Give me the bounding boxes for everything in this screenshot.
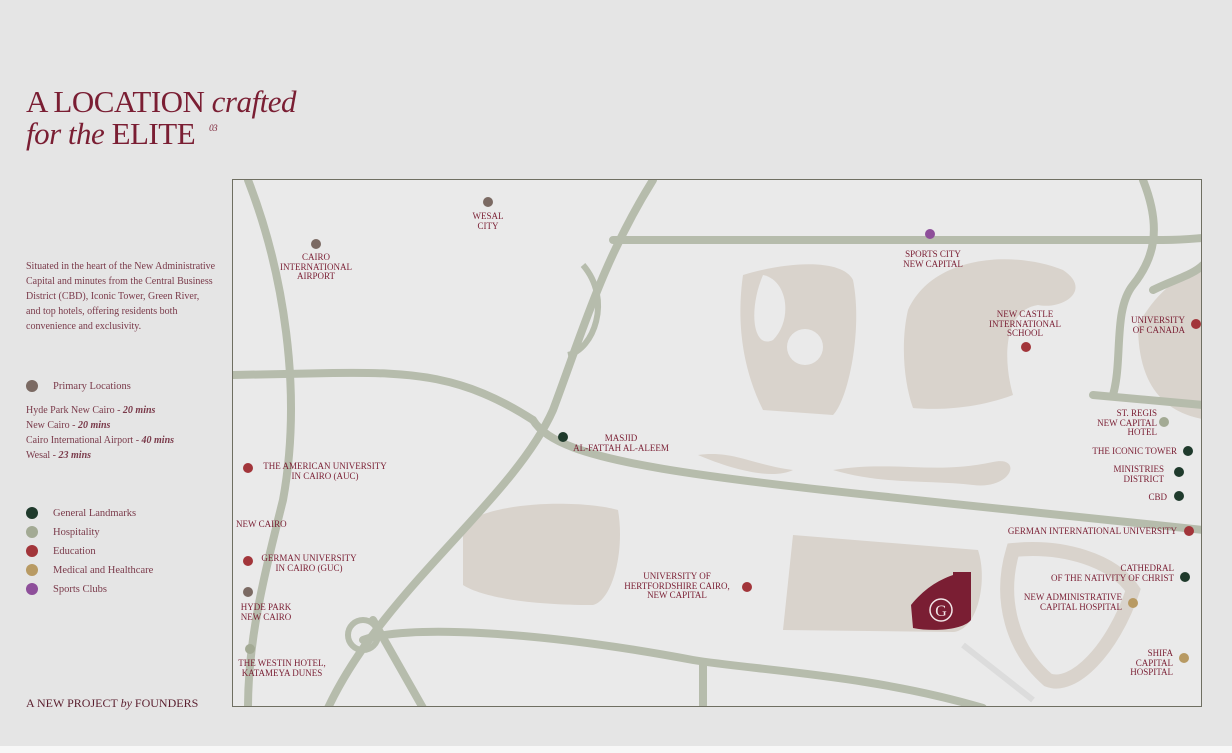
marker-auc[interactable] <box>243 463 253 473</box>
sports-dot-icon <box>26 583 38 595</box>
landmark-dot-icon <box>26 507 38 519</box>
marker-guc[interactable] <box>243 556 253 566</box>
legend-medical: Medical and Healthcare <box>26 564 153 576</box>
legend-education: Education <box>26 545 96 557</box>
marker-st-regis[interactable] <box>1159 417 1169 427</box>
project-site <box>911 572 971 630</box>
roundabout <box>345 617 381 653</box>
primary-locations-dot-icon <box>26 380 38 392</box>
marker-airport[interactable] <box>311 239 321 249</box>
marker-westin[interactable] <box>245 644 255 654</box>
travel-time: Wesal - 23 mins <box>26 450 92 461</box>
label-wesal: WESAL CITY <box>472 211 504 231</box>
marker-wesal[interactable] <box>483 197 493 207</box>
footer-credit: A NEW PROJECT by FOUNDERS <box>26 696 199 710</box>
medical-dot-icon <box>26 564 38 576</box>
label-ministries: MINISTRIES DISTRICT <box>1113 464 1164 484</box>
label-masjid: MASJID AL-FATTAH AL-ALEEM <box>573 433 669 453</box>
title-part: for the <box>26 116 105 151</box>
marker-hyde-park[interactable] <box>243 587 253 597</box>
label-auc: THE AMERICAN UNIVERSITY IN CAIRO (AUC) <box>263 461 387 481</box>
legend-label: Primary Locations <box>53 380 131 392</box>
page-number: 03 <box>209 123 218 133</box>
marker-cbd[interactable] <box>1174 491 1184 501</box>
label-cbd: CBD <box>1148 492 1167 502</box>
project-logo-letter: G <box>935 603 947 620</box>
travel-time: New Cairo - 20 mins <box>26 420 111 431</box>
label-airport: CAIRO INTERNATIONAL AIRPORT <box>280 252 352 281</box>
marker-ministries[interactable] <box>1174 467 1184 477</box>
land-block <box>463 503 621 605</box>
title-part: ELITE <box>111 116 196 151</box>
marker-cathedral[interactable] <box>1180 572 1190 582</box>
label-shifa: SHIFA CAPITAL HOSPITAL <box>1130 648 1173 677</box>
marker-uni-canada[interactable] <box>1191 319 1201 329</box>
legend-sports: Sports Clubs <box>26 583 107 595</box>
bottom-strip <box>0 746 1232 753</box>
access-road <box>961 642 1035 703</box>
map-roads: G <box>233 180 1201 706</box>
legend-general-landmarks: General Landmarks <box>26 507 136 519</box>
label-westin: THE WESTIN HOTEL, KATAMEYA DUNES <box>238 658 326 678</box>
land-ring <box>1000 542 1141 689</box>
marker-masjid[interactable] <box>558 432 568 442</box>
marker-new-castle[interactable] <box>1021 342 1031 352</box>
marker-shifa[interactable] <box>1179 653 1189 663</box>
label-hyde-park: HYDE PARK NEW CAIRO <box>240 602 292 622</box>
title-part: crafted <box>211 84 297 119</box>
label-guc: GERMAN UNIVERSITY IN CAIRO (GUC) <box>261 553 357 573</box>
land-gap <box>754 275 786 342</box>
label-hertfordshire: UNIVERSITY OF HERTFORDSHIRE CAIRO, NEW C… <box>624 571 730 600</box>
marker-sports-city[interactable] <box>925 229 935 239</box>
river <box>833 461 1011 486</box>
marker-iconic-tower[interactable] <box>1183 446 1193 456</box>
travel-time: Cairo International Airport - 40 mins <box>26 435 175 446</box>
label-sports-city: SPORTS CITY NEW CAPITAL <box>903 249 963 269</box>
page-title: A LOCATION crafted for the ELITE 03 <box>26 86 296 150</box>
travel-time: Hyde Park New Cairo - 20 mins <box>26 405 156 416</box>
label-german-intl: GERMAN INTERNATIONAL UNIVERSITY <box>1007 526 1177 536</box>
roads <box>233 180 1201 706</box>
location-map[interactable]: G WESAL CITY CAIRO INTERNATIONAL AIRPORT… <box>232 179 1202 707</box>
legend-hospitality: Hospitality <box>26 526 100 538</box>
education-dot-icon <box>26 545 38 557</box>
description: Situated in the heart of the New Adminis… <box>26 261 216 332</box>
land-block <box>903 259 1076 409</box>
label-iconic-tower: THE ICONIC TOWER <box>1092 446 1177 456</box>
legend-primary: Primary Locations <box>26 380 131 392</box>
travel-times: Hyde Park New Cairo - 20 mins New Cairo … <box>26 403 174 463</box>
title-part: A LOCATION <box>26 84 205 119</box>
label-new-cairo: NEW CAIRO <box>236 519 287 529</box>
hospitality-dot-icon <box>26 526 38 538</box>
marker-german-intl[interactable] <box>1184 526 1194 536</box>
label-uni-canada: UNIVERSITY OF CANADA <box>1131 315 1185 335</box>
label-st-regis: ST. REGIS NEW CAPITAL HOTEL <box>1097 408 1157 437</box>
land-block <box>1138 270 1201 419</box>
marker-nac-hospital[interactable] <box>1128 598 1138 608</box>
label-new-castle: NEW CASTLE INTERNATIONAL SCHOOL <box>989 309 1061 338</box>
land-gap <box>787 329 823 365</box>
label-nac-hospital: NEW ADMINISTRATIVE CAPITAL HOSPITAL <box>1023 592 1122 612</box>
marker-hertfordshire[interactable] <box>742 582 752 592</box>
label-cathedral: CATHEDRAL OF THE NATIVITY OF CHRIST <box>1050 563 1174 583</box>
river <box>698 453 793 475</box>
project-logo-icon <box>929 598 953 622</box>
